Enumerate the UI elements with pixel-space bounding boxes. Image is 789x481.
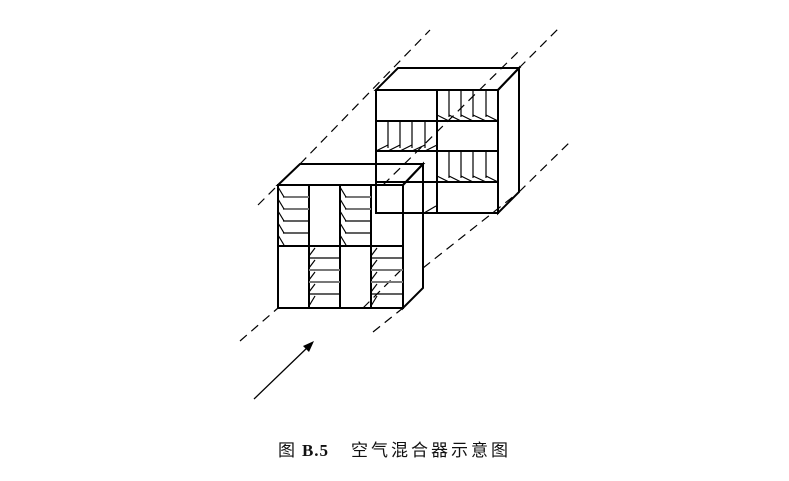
duct-line-mid-upper [382, 49, 521, 186]
rear-vanes-r1 [436, 90, 499, 122]
front-vanes-c3 [339, 186, 371, 246]
duct-boundary-lines [239, 26, 573, 342]
duct-line-right-lower [518, 139, 573, 193]
duct-line-right-lower-a [372, 307, 404, 333]
airflow-arrow-icon [253, 341, 314, 400]
duct-line-left-lower [239, 307, 279, 342]
duct-line-right-mid [422, 191, 520, 269]
front-mixer-unit [275, 161, 426, 311]
figure-number: B.5 [301, 441, 330, 460]
rear-vanes-r2 [375, 121, 438, 152]
rear-vanes-r3 [436, 151, 499, 183]
rear-mixer-unit [373, 65, 522, 216]
figure-label: 图 [277, 441, 296, 461]
figure-title: 空气混合器示意图 [351, 441, 512, 461]
front-vanes-c4 [370, 247, 403, 307]
front-vanes-c2 [308, 247, 340, 307]
duct-line-left-upper [299, 29, 431, 165]
duct-line-mid-lower [362, 267, 404, 309]
duct-line-right-upper [518, 26, 561, 69]
front-vanes-c1 [277, 186, 309, 246]
figure-caption: 图 B.5 空气混合器示意图 [0, 436, 789, 461]
duct-line-left-lower-a [257, 184, 279, 206]
